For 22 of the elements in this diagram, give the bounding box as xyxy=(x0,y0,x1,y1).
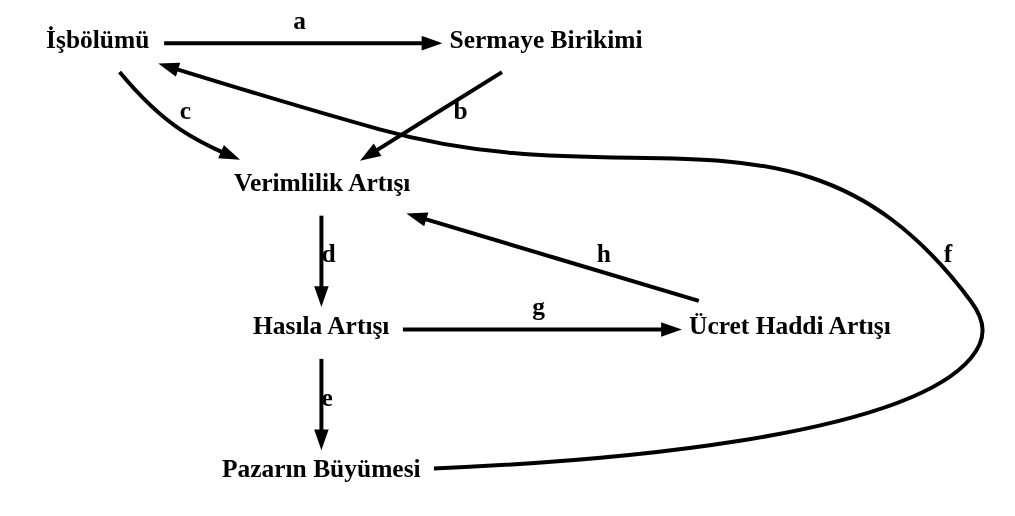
edge-label: b xyxy=(453,96,468,126)
edge-label: c xyxy=(179,96,191,126)
arrow xyxy=(313,358,329,451)
edge-label: a xyxy=(292,5,306,35)
node-text: İşbölümü xyxy=(45,24,149,54)
edge-label: h xyxy=(596,239,611,269)
arrow xyxy=(163,35,442,51)
edge-label: d xyxy=(320,239,336,269)
node-text: Pazarın Büyümesi xyxy=(221,454,421,484)
edge-label: e xyxy=(320,382,333,412)
node-text: Ücret Haddi Artışı xyxy=(688,311,891,341)
arrow xyxy=(359,70,503,161)
node-text: Verimlilik Artışı xyxy=(233,167,410,197)
arrow xyxy=(313,215,329,307)
edge-label: g xyxy=(531,291,545,321)
node-text: Hasıla Artışı xyxy=(252,311,389,341)
arrow xyxy=(402,322,682,337)
edge-label: f xyxy=(943,239,952,269)
node-text: Sermaye Birikimi xyxy=(449,24,643,54)
arrow xyxy=(157,62,984,471)
arrow xyxy=(405,212,699,303)
arrow xyxy=(117,70,240,160)
